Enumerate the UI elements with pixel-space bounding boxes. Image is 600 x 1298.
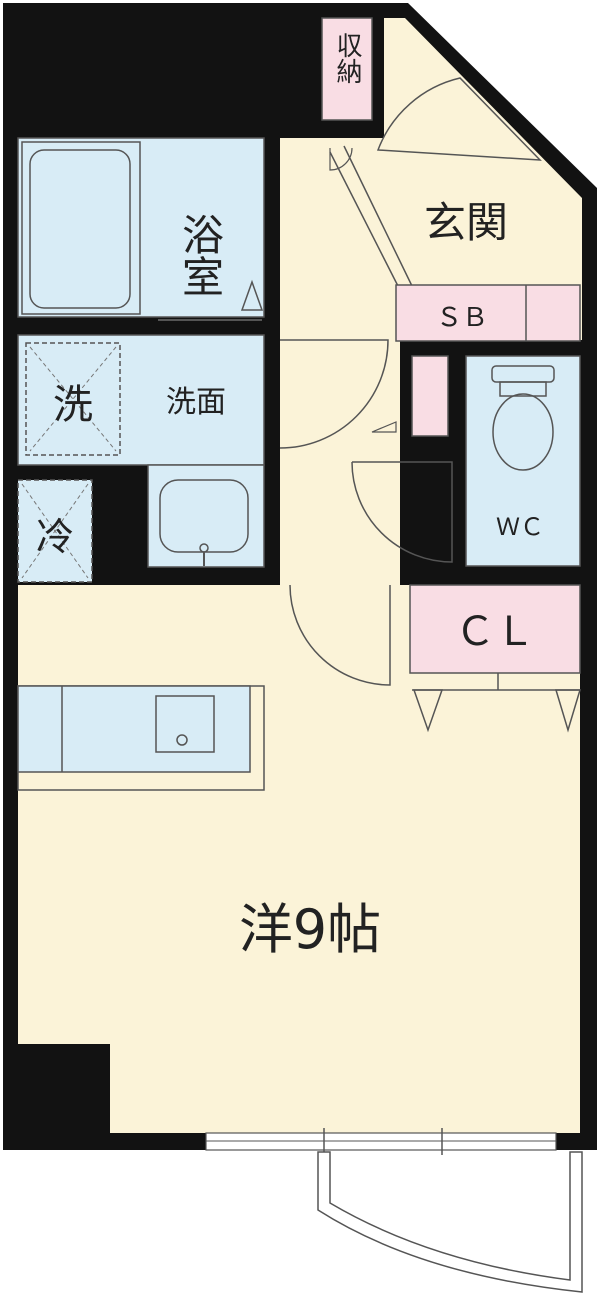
kitchen-drain (176, 734, 188, 746)
washing-machine-pan (25, 342, 121, 456)
wc-label: ＷＣ (496, 513, 544, 541)
storage-label: 収納 (332, 32, 362, 84)
entry-door-swing (376, 77, 542, 161)
washroom-label: 洗面 (166, 385, 226, 420)
kitchen-sink (155, 695, 215, 753)
shoe-box-label: ＳＢ (436, 303, 488, 333)
hall-storage (411, 355, 449, 437)
storage-closet (321, 17, 373, 121)
bath-label: 浴室 (176, 213, 225, 297)
bathroom-door-mark (240, 279, 264, 311)
washing-machine-label: 洗 (53, 382, 93, 428)
main-door-swing (289, 584, 391, 686)
bathroom-floor (17, 137, 265, 318)
washroom-vanity-area (147, 464, 265, 568)
wc-door-swing (351, 461, 453, 563)
bathtub-basin (29, 149, 131, 309)
kitchen-worktop (17, 685, 251, 773)
closet-door-mark-left (412, 689, 444, 733)
closet-door-mark-right (554, 689, 582, 733)
toilet-bowl (492, 393, 554, 471)
closet-label: ＣＬ (455, 609, 535, 655)
entrance-label: 玄関 (424, 198, 508, 247)
closet (409, 584, 581, 674)
toilet-base (499, 381, 547, 397)
balcony (317, 1151, 583, 1293)
corridor-floor (280, 570, 400, 590)
main-room-label: 洋9帖 (239, 898, 381, 961)
entrance-step-line-1 (329, 151, 401, 291)
entrance-step-line-2 (343, 145, 413, 287)
storage-door-swing (329, 147, 353, 171)
fridge-label: 冷 (36, 515, 74, 559)
washroom-door-swing (279, 339, 389, 449)
shoe-box (395, 284, 581, 342)
wc-room (465, 355, 581, 567)
bathtub (21, 141, 141, 315)
